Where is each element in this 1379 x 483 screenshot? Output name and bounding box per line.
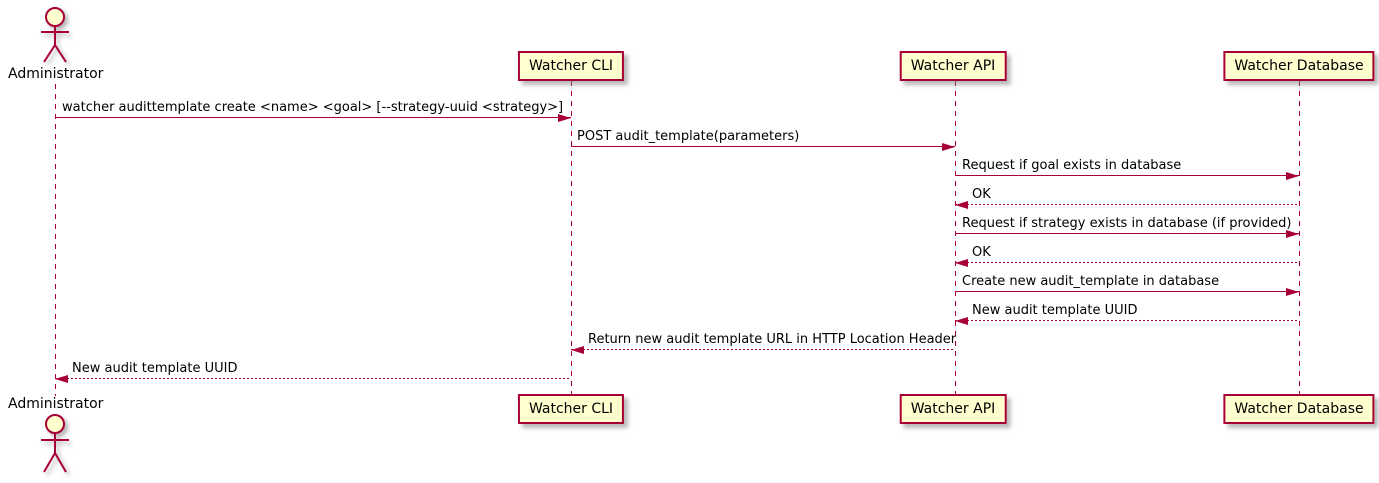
arrowhead-left-icon [955,317,968,325]
message-line [955,175,1299,176]
message-line [55,378,571,379]
participant-watcher-database-top: Watcher Database [1223,51,1375,81]
message-request-goal-exists: Request if goal exists in database [955,156,1299,180]
lifeline-watcher-database [1299,81,1300,394]
arrowhead-right-icon [558,114,571,122]
arrowhead-right-icon [1286,230,1299,238]
participant-watcher-cli-top: Watcher CLI [517,51,625,81]
arrowhead-right-icon [942,143,955,151]
message-new-audit-template-uuid-cli: New audit template UUID [55,359,571,383]
message-create-audittemplate: watcher audittemplate create <name> <goa… [55,98,571,122]
message-label: Create new audit_template in database [962,274,1220,289]
arrowhead-left-icon [55,375,68,383]
message-line [955,262,1299,263]
administrator-label-top: Administrator [8,66,104,82]
lifeline-watcher-api [955,81,956,394]
message-label: New audit template UUID [72,361,238,376]
message-label: watcher audittemplate create <name> <goa… [62,100,564,115]
message-line [55,117,571,118]
message-line [955,291,1299,292]
message-request-strategy-exists: Request if strategy exists in database (… [955,214,1299,238]
administrator-label-bottom: Administrator [8,396,104,412]
arrowhead-right-icon [1286,288,1299,296]
administrator-actor-icon [41,414,69,473]
message-label: OK [972,187,991,202]
message-label: POST audit_template(parameters) [577,129,800,144]
message-label: New audit template UUID [972,303,1138,318]
message-line [955,233,1299,234]
message-new-audit-template-uuid-db: New audit template UUID [955,301,1299,325]
message-line [955,320,1299,321]
arrowhead-left-icon [955,259,968,267]
message-return-url-location-header: Return new audit template URL in HTTP Lo… [571,330,957,354]
message-line [571,349,955,350]
message-line [955,204,1299,205]
participant-watcher-api-top: Watcher API [899,51,1007,81]
arrowhead-right-icon [1286,172,1299,180]
message-ok-goal: OK [955,185,1299,209]
message-create-audit-template-db: Create new audit_template in database [955,272,1299,296]
message-label: OK [972,245,991,260]
lifeline-administrator [55,84,56,396]
lifeline-watcher-cli [571,81,572,394]
participant-watcher-cli-bottom: Watcher CLI [517,394,625,424]
administrator-actor-icon [41,7,69,63]
message-label: Request if goal exists in database [962,158,1182,173]
message-label: Request if strategy exists in database (… [962,216,1292,231]
message-label: Return new audit template URL in HTTP Lo… [588,332,957,347]
arrowhead-left-icon [955,201,968,209]
participant-watcher-database-bottom: Watcher Database [1223,394,1375,424]
arrowhead-left-icon [571,346,584,354]
participant-watcher-api-bottom: Watcher API [899,394,1007,424]
message-post-audit-template: POST audit_template(parameters) [571,127,955,151]
message-line [571,146,955,147]
message-ok-strategy: OK [955,243,1299,267]
